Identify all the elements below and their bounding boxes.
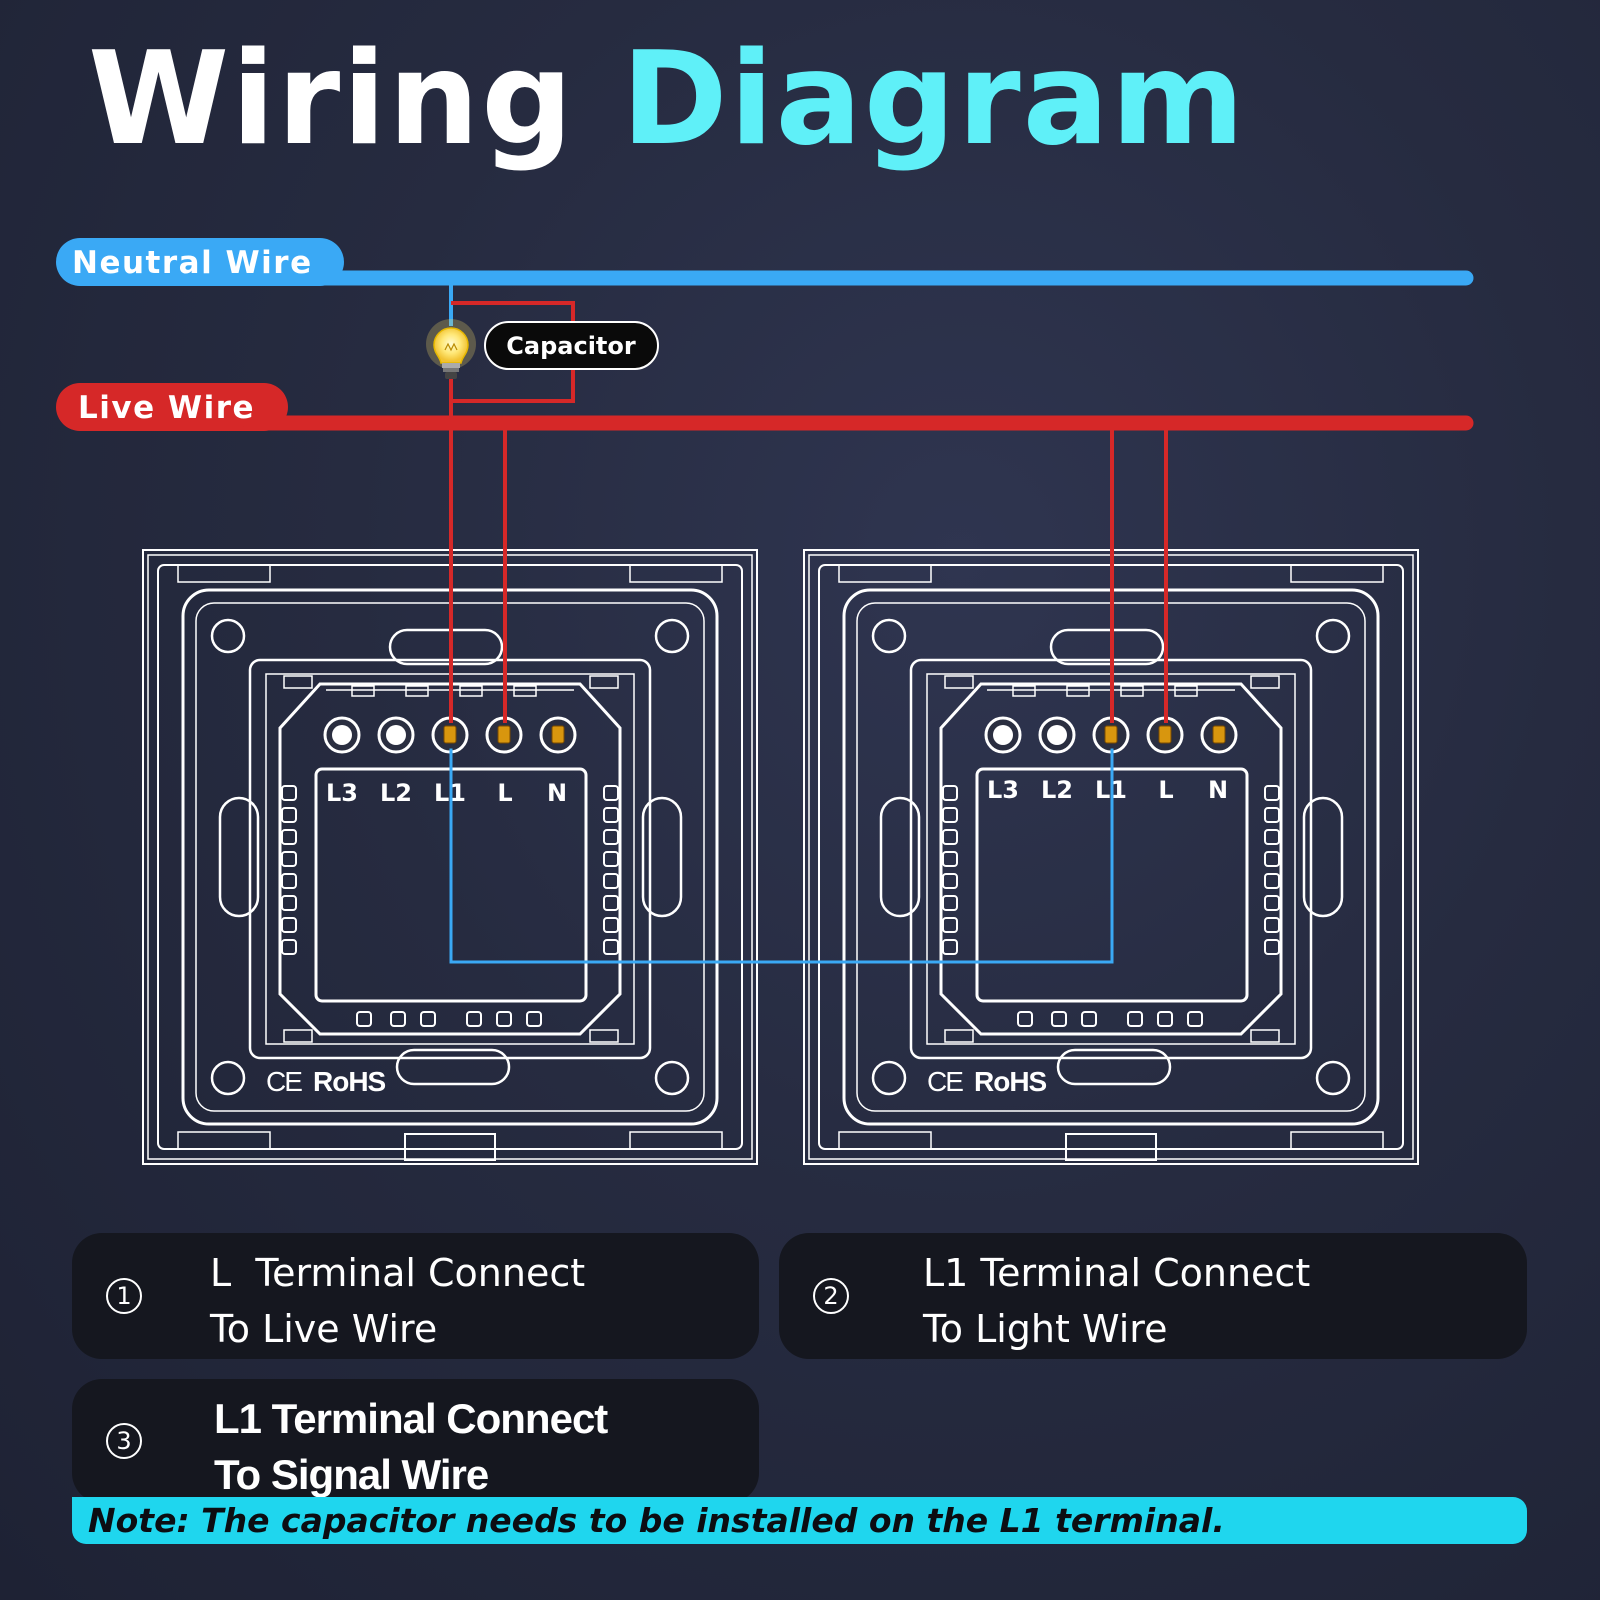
title-word-2: Diagram <box>621 25 1247 174</box>
signal-wire-l1-to-l1 <box>449 748 1114 964</box>
live-wire-label: Live Wire <box>78 390 255 426</box>
rohs-mark: RoHS <box>974 1066 1047 1097</box>
step-text-3: L1 Terminal Connect To Signal Wire <box>214 1391 608 1503</box>
live-wire: Live Wire <box>56 383 1474 431</box>
step-text-1: L Terminal Connect To Live Wire <box>210 1245 585 1357</box>
terminal-label-l: L <box>497 779 512 807</box>
step-card-2: 2 L1 Terminal Connect To Light Wire <box>779 1233 1527 1359</box>
connection-wires <box>449 414 1168 964</box>
ce-mark: CE <box>927 1066 963 1097</box>
terminal-label-l2: L2 <box>380 779 412 807</box>
neutral-wire-label-bg <box>56 238 344 286</box>
page-title: Wiring Diagram <box>88 29 1246 171</box>
terminal-screws <box>984 716 1238 754</box>
lightbulb-icon <box>426 319 476 379</box>
cert-marks: CE RoHS <box>266 1066 387 1097</box>
step-3-line-1: L1 Terminal Connect <box>214 1395 608 1442</box>
neutral-wire: Neutral Wire <box>56 238 1474 286</box>
step-card-3: 3 L1 Terminal Connect To Signal Wire <box>72 1379 759 1503</box>
step-number-1: 1 <box>106 1278 142 1314</box>
terminal-label-l3: L3 <box>987 776 1019 804</box>
title-word-1: Wiring <box>88 25 575 174</box>
step-1-line-2: To Live Wire <box>210 1307 438 1351</box>
step-2-line-2: To Light Wire <box>923 1307 1168 1351</box>
capacitor-label-bg <box>484 321 659 370</box>
switch-1: L3 L2 L1 L N CE RoHS <box>142 549 758 1165</box>
terminal-labels: L3 L2 L1 L N <box>326 779 567 807</box>
note-banner: Note: The capacitor needs to be installe… <box>72 1497 1527 1544</box>
neutral-wire-label: Neutral Wire <box>72 245 313 281</box>
step-text-2: L1 Terminal Connect To Light Wire <box>923 1245 1310 1357</box>
ce-mark: CE <box>266 1066 302 1097</box>
step-number-3: 3 <box>106 1423 142 1459</box>
step-3-line-2: To Signal Wire <box>214 1451 489 1498</box>
terminal-label-n: N <box>547 779 567 807</box>
terminal-label-l3: L3 <box>326 779 358 807</box>
lamp-capacitor-circuit: Capacitor <box>426 285 659 416</box>
terminal-screws <box>323 716 577 754</box>
terminal-label-l: L <box>1158 776 1173 804</box>
terminal-label-l2: L2 <box>1041 776 1073 804</box>
cert-marks: CE RoHS <box>927 1066 1048 1097</box>
step-card-1: 1 L Terminal Connect To Live Wire <box>72 1233 759 1359</box>
capacitor-label: Capacitor <box>506 332 636 360</box>
step-2-line-1: L1 Terminal Connect <box>923 1251 1311 1295</box>
step-number-2: 2 <box>813 1278 849 1314</box>
live-wire-label-bg <box>56 383 288 431</box>
step-1-line-1: L Terminal Connect <box>210 1251 586 1295</box>
terminal-label-n: N <box>1208 776 1228 804</box>
rohs-mark: RoHS <box>313 1066 386 1097</box>
terminal-labels: L3 L2 L1 L N <box>987 776 1228 804</box>
